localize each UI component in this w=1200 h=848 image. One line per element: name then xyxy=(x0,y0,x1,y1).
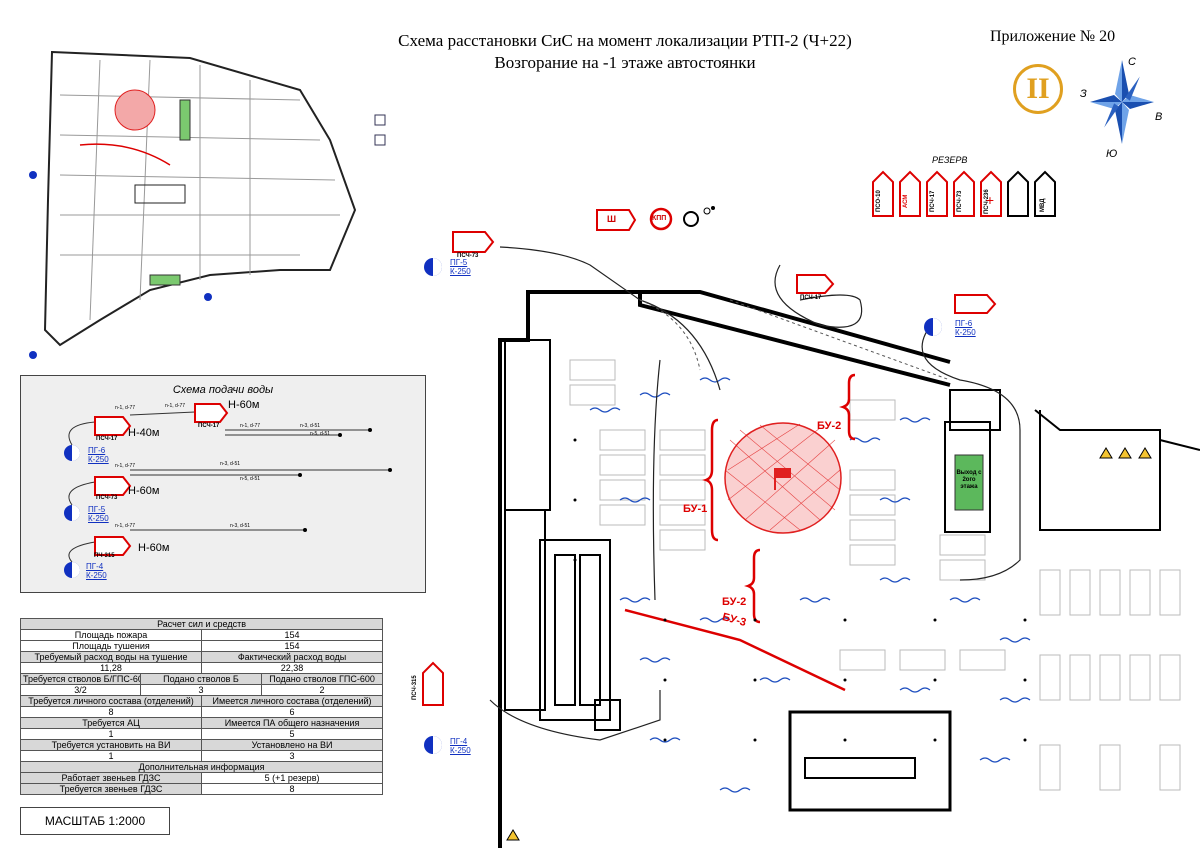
reserve-vehicle-mvd: МВД xyxy=(1040,198,1046,212)
req-nozzles-value: 3/2 xyxy=(20,684,141,696)
has-pa-label: Имеется ПА общего назначения xyxy=(200,717,384,729)
water-supply-scheme: Схема подачи воды xyxy=(20,375,426,593)
compass-south: Ю xyxy=(1106,148,1118,160)
water-row3-head: Н-60м xyxy=(128,485,160,497)
compass-east: В xyxy=(1155,111,1163,123)
gdzs-req-label: Требуется звеньев ГДЗС xyxy=(20,783,202,795)
hydrant-pg5-type: К-250 xyxy=(450,267,471,276)
water-row4-hydrant: ПГ-4 xyxy=(86,562,104,571)
fire-area-label: Площадь пожара xyxy=(20,629,202,641)
water-row2-truck: ПСЧ-17 xyxy=(198,423,220,429)
reserve-label: РЕЗЕРВ xyxy=(932,155,968,165)
water-row4-hydrant-type: К-250 xyxy=(86,571,107,580)
hydrant-pg4-type: К-250 xyxy=(450,746,471,755)
hq-symbol: Ш xyxy=(607,214,617,224)
water-row3-hydrant: ПГ-5 xyxy=(88,505,106,514)
fire-area-value: 154 xyxy=(200,629,384,641)
hydrant-pg5-name: ПГ-5 xyxy=(450,258,468,267)
set-vi-label: Установлено на ВИ xyxy=(200,739,384,751)
extra-info-label: Дополнительная информация xyxy=(19,761,384,773)
water-row1-hydrant: ПГ-6 xyxy=(88,446,106,455)
set-vi-value: 3 xyxy=(200,750,384,762)
req-staff-value: 8 xyxy=(20,706,202,718)
hose-label-9: n-1, d-77 xyxy=(115,523,136,529)
hose-label-10: n-3, d-51 xyxy=(230,523,251,529)
checkpoint-symbol: КПП xyxy=(652,215,667,222)
b-given-value: 3 xyxy=(140,684,262,696)
req-ac-label: Требуется АЦ xyxy=(20,717,202,729)
req-ac-value: 1 xyxy=(20,728,202,740)
title-line-1: Схема расстановки СиС на момент локализа… xyxy=(398,31,852,50)
hose-label-8: n-5, d-51 xyxy=(240,476,261,482)
hose-label-1: n-1, d-77 xyxy=(115,405,136,411)
hydrant-pg4-name: ПГ-4 xyxy=(450,737,468,746)
sector-bu3: БУ-3 xyxy=(720,611,748,629)
truck-psch17-label: ПСЧ-17 xyxy=(800,295,822,301)
req-staff-label: Требуется личного состава (отделений) xyxy=(20,695,202,707)
reserve-vehicle-1: ПСО-10 xyxy=(876,190,882,212)
schema-title: Схема расстановки СиС на момент локализа… xyxy=(300,30,950,74)
hose-label-5: n-5, d-51 xyxy=(310,431,331,437)
hose-label-6: n-1, d-77 xyxy=(115,463,136,469)
water-row4-head: Н-60м xyxy=(138,542,170,554)
hydrant-pg6-type: К-250 xyxy=(955,328,976,337)
truck-psch315-label: ПСЧ-315 xyxy=(412,675,418,700)
reserve-vehicle-5: ПСЧ-236 xyxy=(984,189,990,214)
hose-label-3: n-1, d-77 xyxy=(240,423,261,429)
fire-phase-badge: II xyxy=(1013,64,1063,114)
has-staff-label: Имеется личного состава (отделений) xyxy=(200,695,384,707)
req-vi-value: 1 xyxy=(20,750,202,762)
hose-label-2: n-1, d-77 xyxy=(165,403,186,409)
req-vi-label: Требуется установить на ВИ xyxy=(20,739,202,751)
sector-bu2-bottom: БУ-2 xyxy=(722,596,747,608)
water-row4-truck: ПЧ-315 xyxy=(94,553,115,559)
calc-title: Расчет сил и средств xyxy=(19,618,384,630)
has-staff-value: 6 xyxy=(200,706,384,718)
gdzs-work-label: Работает звеньев ГДЗС xyxy=(20,772,202,784)
reserve-vehicle-3: ПСЧ-17 xyxy=(930,190,936,212)
req-nozzles-label: Требуется стволов Б/ГПС-600 xyxy=(20,673,141,685)
hose-label-7: n-3, d-51 xyxy=(220,461,241,467)
gps-given-label: Подано стволов ГПС-600 xyxy=(260,673,384,685)
b-given-label: Подано стволов Б xyxy=(140,673,262,685)
gdzs-req-value: 8 xyxy=(200,783,384,795)
compass-north: С xyxy=(1128,56,1136,68)
act-flow-label: Фактический расход воды xyxy=(200,651,384,663)
act-flow-value: 22,38 xyxy=(200,662,384,674)
sector-bu2-top: БУ-2 xyxy=(817,420,842,432)
gps-given-value: 2 xyxy=(260,684,384,696)
reserve-vehicle-4: ПСЧ-73 xyxy=(957,190,963,212)
water-row1-head: Н-40м xyxy=(128,427,160,439)
sector-bu1: БУ-1 xyxy=(683,503,708,515)
ext-area-label: Площадь тушения xyxy=(20,640,202,652)
gdzs-work-value: 5 (+1 резерв) xyxy=(200,772,384,784)
appendix-number: Приложение № 20 xyxy=(990,28,1116,45)
water-row2-head: Н-60м xyxy=(228,399,260,411)
water-row3-hydrant-type: К-250 xyxy=(88,514,109,523)
hose-label-4: n-3, d-51 xyxy=(300,423,321,429)
water-row3-truck: ПСЧ-73 xyxy=(96,495,118,501)
compass-west: З xyxy=(1080,88,1087,100)
req-flow-value: 11,28 xyxy=(20,662,202,674)
ext-area-value: 154 xyxy=(200,640,384,652)
reserve-vehicle-2: АСМ xyxy=(903,194,909,208)
has-pa-value: 5 xyxy=(200,728,384,740)
water-scheme-title: Схема подачи воды xyxy=(172,384,274,396)
truck-psch73-label: ПСЧ-73 xyxy=(457,253,479,259)
exit-label: Выход с 2ого этажа xyxy=(956,470,982,490)
water-row1-truck: ПСЧ-17 xyxy=(96,436,118,442)
hydrant-pg6-name: ПГ-6 xyxy=(955,319,973,328)
title-line-2: Возгорание на -1 этаже автостоянки xyxy=(494,53,756,72)
req-flow-label: Требуемый расход воды на тушение xyxy=(20,651,202,663)
scale-label: МАСШТАБ 1:2000 xyxy=(20,807,170,835)
water-row1-hydrant-type: К-250 xyxy=(88,455,109,464)
